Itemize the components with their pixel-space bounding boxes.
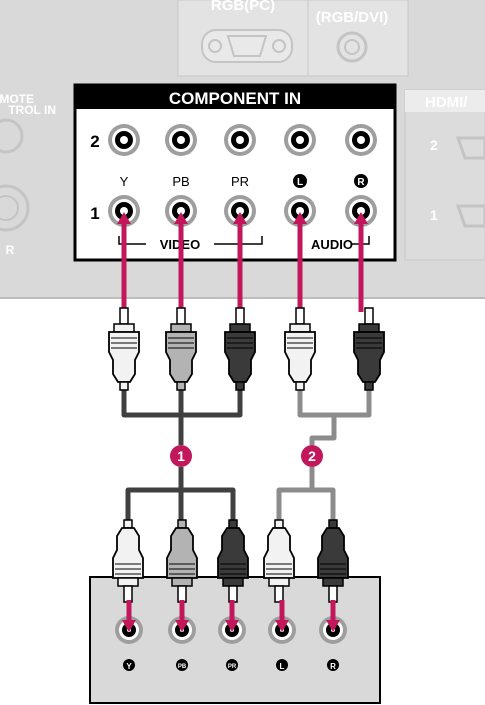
svg-text:1: 1 bbox=[177, 448, 185, 464]
arrow-tv-l bbox=[293, 212, 307, 224]
device-jack-labels: Y PB PR L R bbox=[123, 659, 339, 671]
svg-text:L: L bbox=[297, 177, 303, 188]
svg-text:Y: Y bbox=[126, 662, 132, 671]
rgb-pc-label: RGB(PC) bbox=[211, 0, 275, 14]
row-label-1: 1 bbox=[90, 204, 99, 223]
device-label-pr: PR bbox=[226, 659, 238, 671]
remote-label-line1: MOTE bbox=[0, 92, 34, 106]
rgb-pc-port bbox=[201, 29, 293, 63]
arrow-device-y bbox=[122, 620, 136, 632]
upper-plug-r bbox=[353, 307, 385, 391]
component-jack-row2-r bbox=[345, 124, 377, 156]
svg-text:R: R bbox=[357, 177, 365, 188]
jack-label-y: Y bbox=[120, 174, 129, 189]
component-jack-row2-y bbox=[108, 124, 140, 156]
svg-text:PB: PB bbox=[178, 664, 187, 670]
audio-cable-lower bbox=[276, 467, 336, 520]
jack-label-r: R bbox=[354, 174, 368, 188]
upper-plug-pr bbox=[224, 307, 256, 391]
arrow-tv-r bbox=[354, 212, 368, 224]
jack-label-pr: PR bbox=[231, 174, 249, 189]
remote-label-line2: TROL IN bbox=[8, 103, 56, 117]
component-jack-row2-l bbox=[284, 124, 316, 156]
lower-plug-r bbox=[317, 519, 349, 603]
svg-text:L: L bbox=[280, 662, 285, 671]
video-cable-lower bbox=[125, 467, 236, 520]
arrow-tv-y bbox=[117, 212, 131, 224]
arrow-device-r bbox=[326, 620, 340, 632]
hdmi-port-2 bbox=[455, 136, 485, 160]
component-jack-row1-r bbox=[345, 195, 377, 227]
jack-label-pb: PB bbox=[172, 174, 189, 189]
arrow-tv-pb bbox=[174, 212, 188, 224]
rgb-dvi-label: (RGB/DVI) bbox=[316, 9, 389, 26]
remote-label-line3: R bbox=[6, 243, 15, 257]
component-jack-row1-y bbox=[108, 195, 140, 227]
component-in-panel: COMPONENT IN 2 1 Y PB PR L R VIDEO AUDIO bbox=[73, 83, 397, 262]
row-label-2: 2 bbox=[90, 132, 99, 151]
svg-text:R: R bbox=[330, 662, 336, 671]
hdmi-port-1 bbox=[455, 204, 485, 228]
arrow-device-pr bbox=[225, 620, 239, 632]
component-jack-labels: Y PB PR L R bbox=[120, 174, 368, 189]
component-jack-row2-pb bbox=[165, 124, 197, 156]
arrow-device-l bbox=[275, 620, 289, 632]
svg-text:2: 2 bbox=[308, 448, 316, 464]
arrow-tv-pr bbox=[233, 212, 247, 224]
component-in-title: COMPONENT IN bbox=[169, 89, 301, 108]
component-in-header bbox=[75, 85, 395, 109]
upper-plug-l bbox=[284, 307, 316, 391]
hdmi-row-1: 1 bbox=[430, 207, 438, 223]
jack-label-l: L bbox=[293, 174, 307, 188]
component-jack-row1-pb bbox=[165, 195, 197, 227]
device-label-pb: PB bbox=[176, 659, 188, 671]
rgb-dvi-audio-port bbox=[336, 31, 368, 63]
device-label-y: Y bbox=[123, 659, 135, 671]
upper-plug-y bbox=[108, 307, 140, 391]
component-jack-row2-pr bbox=[224, 124, 256, 156]
arrow-device-pb bbox=[175, 620, 189, 632]
callout-1: 1 bbox=[170, 445, 192, 467]
lower-plug-pb bbox=[166, 519, 198, 603]
component-jack-row1-pr bbox=[224, 195, 256, 227]
component-jack-row1-l bbox=[284, 195, 316, 227]
svg-text:PR: PR bbox=[228, 664, 237, 670]
upper-plug-pb bbox=[165, 307, 197, 391]
lower-plug-l bbox=[263, 519, 295, 603]
hdmi-row-2: 2 bbox=[430, 137, 438, 153]
device-label-r: R bbox=[327, 659, 339, 671]
lower-plug-y bbox=[112, 519, 144, 603]
remote-jack bbox=[0, 118, 24, 154]
rs232-port bbox=[0, 184, 30, 232]
device-label-l: L bbox=[276, 659, 288, 671]
callout-2: 2 bbox=[301, 445, 323, 467]
lower-plug-pr bbox=[217, 519, 249, 603]
hdmi-label: HDMI/ bbox=[425, 94, 468, 111]
video-cable-upper bbox=[121, 390, 243, 445]
cable-bundle bbox=[108, 212, 385, 632]
audio-group-label: AUDIO bbox=[311, 237, 353, 252]
audio-cable-upper bbox=[297, 390, 372, 445]
